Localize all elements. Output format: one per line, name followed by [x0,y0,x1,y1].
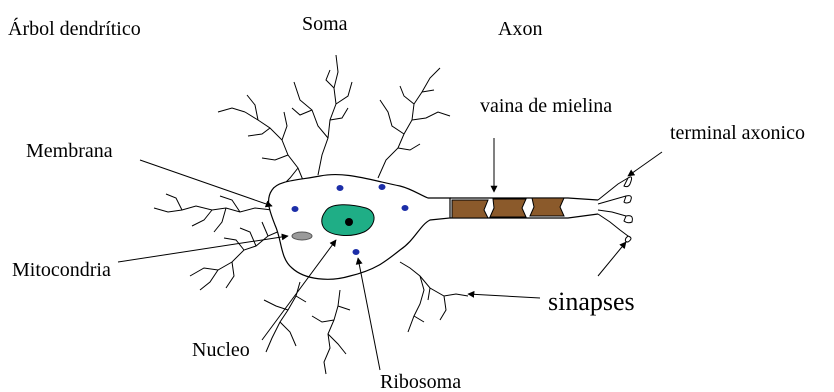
arrow-terminal [628,152,662,176]
label-soma: Soma [302,13,348,35]
ribosome [402,205,409,211]
label-ribosoma: Ribosoma [380,371,461,392]
label-axon: Axon [498,18,542,40]
label-nucleo: Nucleo [192,339,250,361]
label-vaina-de-mielina: vaina de mielina [480,95,612,117]
nucleolus [345,218,353,226]
ribosome [292,206,299,212]
label-terminal-axonico: terminal axonico [670,122,805,144]
label-sinapses: sinapses [548,287,635,316]
ribosome [353,249,360,255]
ribosome [337,185,344,191]
myelin-sheath [452,198,564,218]
arrow-sinapses-dendrite [468,294,540,298]
label-mitocondria: Mitocondria [12,259,111,281]
arrow-membrana [140,160,272,206]
ribosome [379,184,386,190]
axon-terminal [598,177,632,242]
label-arbol-dendritico: Árbol dendrítico [8,17,141,40]
arrow-sinapses [598,242,626,276]
label-membrana: Membrana [26,140,113,162]
arrow-ribosoma [358,258,380,370]
mitochondria-shape [292,232,312,240]
arrow-mitocondria [118,236,288,262]
